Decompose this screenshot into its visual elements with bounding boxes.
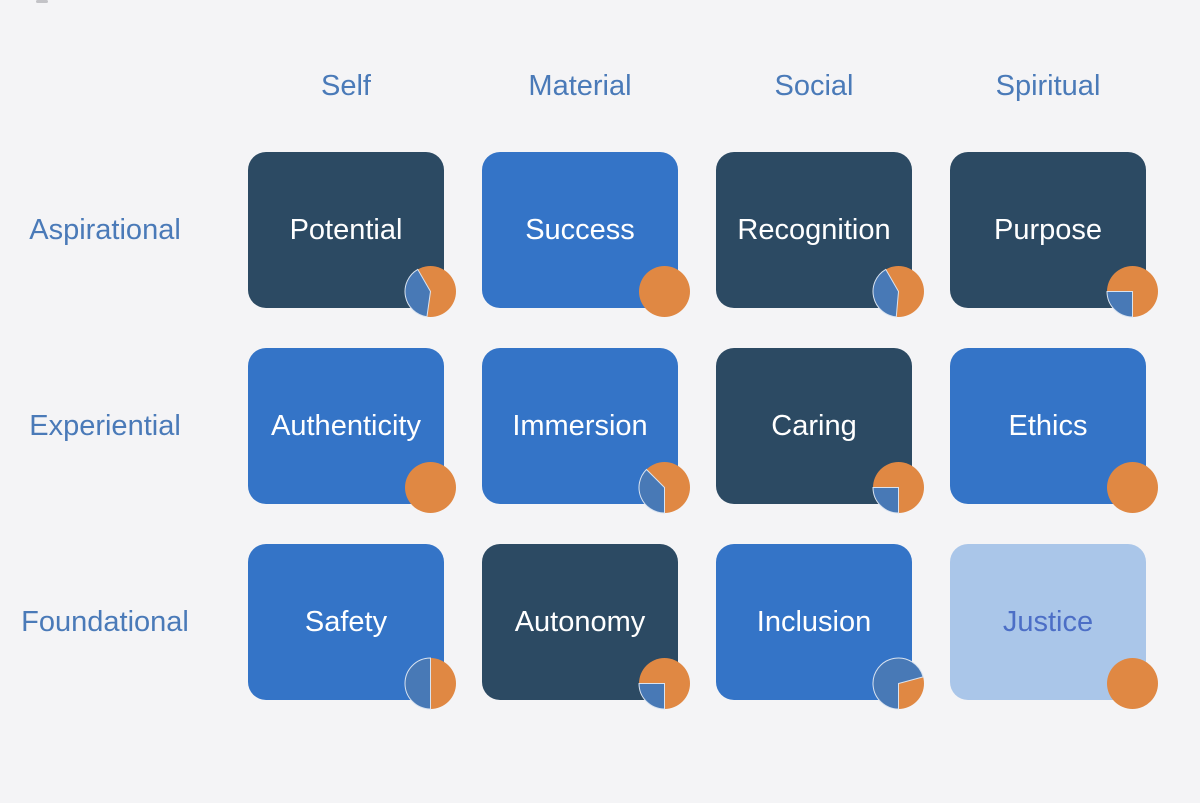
matrix-card-potential: Potential — [248, 152, 456, 318]
card-label: Autonomy — [514, 605, 646, 638]
allocation-pie-icon — [872, 265, 925, 318]
allocation-pie-icon — [872, 461, 925, 514]
allocation-pie-icon — [404, 657, 457, 710]
card-label: Success — [525, 213, 635, 246]
matrix-card-authenticity: Authenticity — [248, 348, 456, 513]
allocation-pie-icon — [1106, 461, 1159, 514]
card-label: Caring — [771, 409, 857, 442]
card-label: Immersion — [512, 409, 648, 442]
allocation-pie-icon — [872, 657, 925, 710]
matrix-card-safety: Safety — [248, 544, 456, 710]
matrix-card-justice: Justice — [950, 544, 1158, 709]
matrix-card-purpose: Purpose — [950, 152, 1158, 318]
row-header-foundational: Foundational — [21, 605, 189, 638]
card-label: Inclusion — [756, 605, 872, 638]
card-label: Potential — [289, 213, 403, 246]
matrix-card-immersion: Immersion — [482, 348, 690, 514]
allocation-pie-icon — [404, 461, 457, 514]
row-header-aspirational: Aspirational — [29, 213, 181, 246]
allocation-pie-icon — [638, 657, 691, 710]
allocation-pie-icon — [404, 265, 457, 318]
column-headers: Self Material Social Spiritual — [0, 66, 1146, 106]
column-header-spiritual: Spiritual — [995, 69, 1101, 102]
card-label: Safety — [304, 605, 388, 638]
header-spacer — [0, 66, 210, 106]
allocation-pie-icon — [638, 461, 691, 514]
card-label: Recognition — [737, 213, 891, 246]
card-label: Authenticity — [271, 409, 421, 442]
allocation-pie-icon — [1106, 265, 1159, 318]
card-label: Purpose — [993, 213, 1102, 246]
allocation-pie-icon — [638, 265, 691, 318]
card-label: Justice — [1002, 605, 1094, 638]
matrix-card-success: Success — [482, 152, 690, 317]
allocation-pie-icon — [1106, 657, 1159, 710]
column-header-material: Material — [528, 69, 632, 102]
matrix-card-inclusion: Inclusion — [716, 544, 924, 710]
card-label: Ethics — [1008, 409, 1088, 442]
matrix-card-autonomy: Autonomy — [482, 544, 690, 710]
row-header-experiential: Experiential — [29, 409, 181, 442]
matrix-grid: Aspirational Potential Success Recognition P… — [0, 152, 1158, 710]
crop-artifact — [36, 0, 48, 3]
column-header-social: Social — [774, 69, 854, 102]
matrix-card-caring: Caring — [716, 348, 924, 514]
matrix-card-recognition: Recognition — [716, 152, 924, 318]
column-header-self: Self — [321, 69, 371, 102]
matrix-card-ethics: Ethics — [950, 348, 1158, 513]
